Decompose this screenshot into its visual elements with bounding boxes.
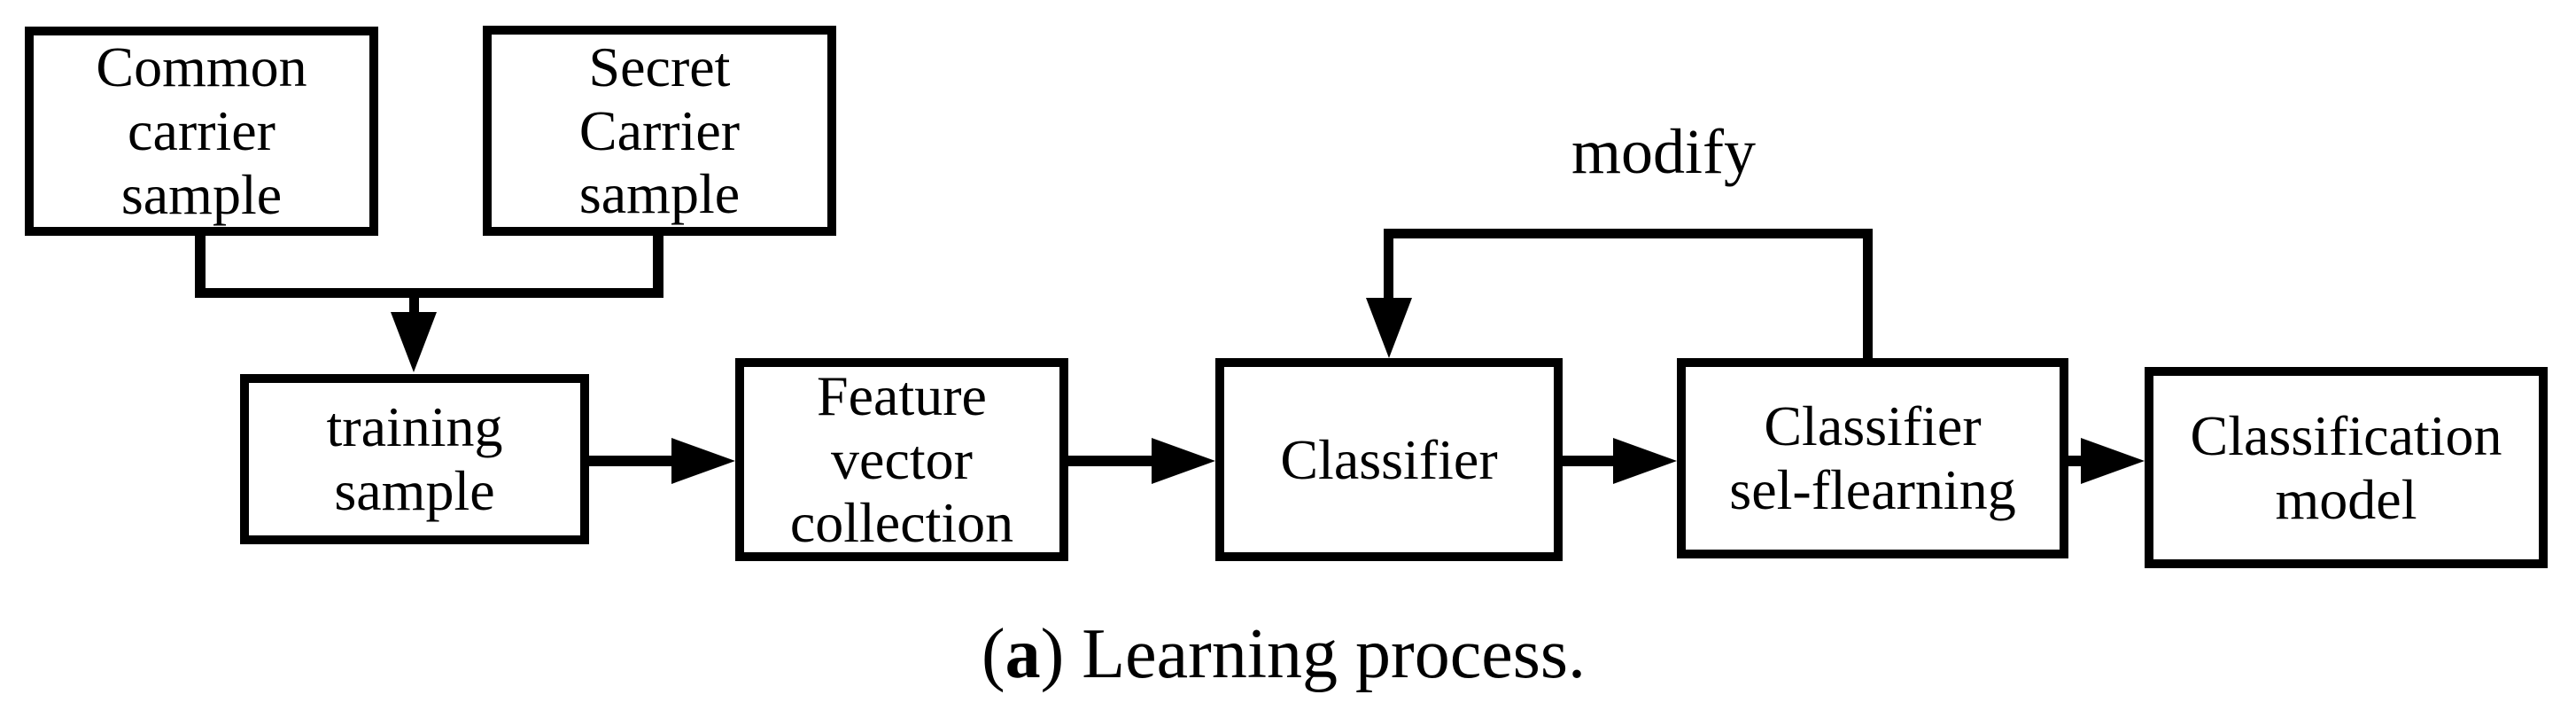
node-common-carrier-sample: Common carrier sample <box>25 27 378 236</box>
connector-common-carrier-down <box>195 232 206 298</box>
caption-text: ) Learning process. <box>1040 615 1586 693</box>
caption-letter: a <box>1005 615 1041 693</box>
node-classification-model: Classification model <box>2145 367 2548 568</box>
node-training-sample: training sample <box>240 374 589 544</box>
connector-modify-loop-left <box>1384 229 1393 300</box>
connector-selflearning-to-model <box>2068 456 2083 466</box>
connector-merge-stem <box>409 288 419 315</box>
connector-modify-loop-top <box>1384 229 1873 238</box>
node-feature-vector-collection: Feature vector collection <box>735 358 1068 561</box>
node-secret-carrier-sample: Secret Carrier sample <box>483 26 836 236</box>
caption-open-paren: ( <box>982 615 1005 693</box>
connector-feature-to-classifier <box>1068 456 1153 466</box>
arrowhead-into-selflearning <box>1613 438 1677 484</box>
connector-merge-bar <box>195 288 663 298</box>
arrowhead-into-classifier <box>1152 438 1215 484</box>
figure-caption: (a) Learning process. <box>929 615 1638 693</box>
connector-secret-carrier-down <box>653 232 663 298</box>
modify-edge-label: modify <box>1571 116 1756 187</box>
arrowhead-modify-into-classifier <box>1366 298 1412 358</box>
node-classifier: Classifier <box>1215 358 1563 561</box>
connector-modify-loop-right <box>1863 229 1873 365</box>
arrowhead-into-classification-model <box>2081 438 2145 484</box>
arrowhead-into-feature-vector <box>671 438 735 484</box>
connector-classifier-to-selflearning <box>1563 456 1615 466</box>
arrowhead-into-training-sample <box>391 312 437 372</box>
node-classifier-self-learning: Classifier sel-flearning <box>1677 358 2068 558</box>
connector-training-to-feature <box>585 456 673 466</box>
